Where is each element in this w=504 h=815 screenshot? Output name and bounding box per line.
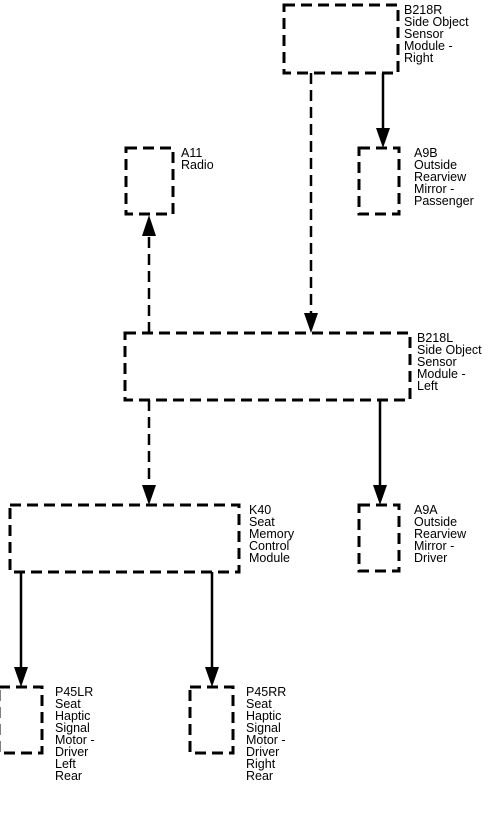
module-label-p45rr-line-6: Driver xyxy=(246,745,279,759)
module-box-a9a xyxy=(357,503,401,573)
module-label-b218l-line-1: B218L xyxy=(417,331,453,345)
module-label-p45rr-line-4: Signal xyxy=(246,721,281,735)
module-label-b218r-line-2: Side Object xyxy=(404,15,469,29)
module-label-p45lr-line-5: Motor - xyxy=(55,733,95,747)
module-box-p45rr xyxy=(188,685,235,755)
module-box-a11 xyxy=(124,146,175,216)
module-label-p45lr-line-3: Haptic xyxy=(55,709,90,723)
module-box-p45lr xyxy=(0,685,44,755)
module-label-k40-line-3: Memory xyxy=(249,527,295,541)
module-label-b218l-line-4: Module - xyxy=(417,367,466,381)
module-label-a11-line-2: Radio xyxy=(181,158,214,172)
module-label-p45rr-line-1: P45RR xyxy=(246,685,286,699)
module-label-b218r-line-1: B218R xyxy=(404,3,442,17)
module-box-b218l xyxy=(123,331,412,402)
arrowhead-into-k40 xyxy=(142,485,156,505)
module-label-p45lr-line-1: P45LR xyxy=(55,685,93,699)
module-label-p45lr-line-4: Signal xyxy=(55,721,90,735)
arrowhead-into-a9b xyxy=(376,128,390,148)
module-label-p45lr-line-2: Seat xyxy=(55,697,81,711)
module-label-a9a-line-1: A9A xyxy=(414,503,438,517)
arrowhead-into-b218l xyxy=(304,313,318,333)
module-label-a9b-line-4: Mirror - xyxy=(414,182,454,196)
module-label-p45lr-line-8: Rear xyxy=(55,769,82,783)
module-label-k40-line-2: Seat xyxy=(249,515,275,529)
module-label-p45lr-line-7: Left xyxy=(55,757,76,771)
module-label-p45rr-line-8: Rear xyxy=(246,769,273,783)
module-box-a9b xyxy=(357,146,401,216)
module-box-b218r xyxy=(282,3,400,75)
module-label-b218r-line-4: Module - xyxy=(404,39,453,53)
module-label-p45rr-line-7: Right xyxy=(246,757,276,771)
module-label-p45lr-line-6: Driver xyxy=(55,745,88,759)
module-label-a9b-line-3: Rearview xyxy=(414,170,467,184)
module-label-p45rr-line-3: Haptic xyxy=(246,709,281,723)
arrowhead-into-a9a xyxy=(373,485,387,505)
module-label-k40-line-4: Control xyxy=(249,539,289,553)
module-box-k40 xyxy=(8,503,241,574)
module-label-a11-line-1: A11 xyxy=(181,146,202,160)
module-label-a9a-line-3: Rearview xyxy=(414,527,467,541)
module-label-a9a-line-2: Outside xyxy=(414,515,457,529)
module-label-k40-line-5: Module xyxy=(249,551,290,565)
module-label-p45rr-line-2: Seat xyxy=(246,697,272,711)
module-label-p45rr-line-5: Motor - xyxy=(246,733,286,747)
module-label-b218r-line-5: Right xyxy=(404,51,434,65)
module-label-a9a-line-4: Mirror - xyxy=(414,539,454,553)
arrowhead-into-p45lr xyxy=(14,667,28,687)
module-label-a9b-line-2: Outside xyxy=(414,158,457,172)
module-label-a9a-line-5: Driver xyxy=(414,551,447,565)
module-label-k40-line-1: K40 xyxy=(249,503,271,517)
module-label-b218l-line-3: Sensor xyxy=(417,355,457,369)
module-label-b218l-line-5: Left xyxy=(417,379,438,393)
module-label-a9b-line-1: A9B xyxy=(414,146,438,160)
module-label-a9b-line-5: Passenger xyxy=(414,194,474,208)
arrowhead-into-p45rr xyxy=(205,667,219,687)
module-label-b218r-line-3: Sensor xyxy=(404,27,444,41)
module-label-b218l-line-2: Side Object xyxy=(417,343,482,357)
arrowhead-into-a11 xyxy=(142,215,156,236)
